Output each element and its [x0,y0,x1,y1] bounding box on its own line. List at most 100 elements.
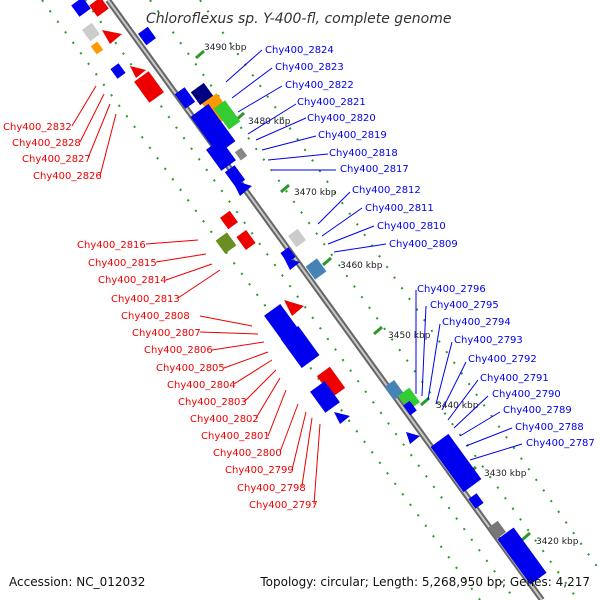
gene-label[interactable]: Chy400_2821 [297,97,366,108]
gene-arrow[interactable] [284,300,304,316]
gene-label[interactable]: Chy400_2790 [492,389,561,400]
gene-block[interactable] [82,22,100,42]
gene-arrow[interactable] [406,432,420,444]
gene-label[interactable]: Chy400_2818 [329,148,398,159]
gene-block[interactable] [468,493,484,509]
gene-label[interactable]: Chy400_2808 [121,311,190,322]
gene-block[interactable] [403,400,417,416]
gene-label[interactable]: Chy400_2800 [213,448,282,459]
gene-label[interactable]: Chy400_2787 [526,438,595,449]
leader-line [327,225,375,245]
leader-line [301,417,313,487]
leader-line [427,323,441,401]
gene-label[interactable]: Chy400_2788 [515,422,584,433]
gene-label[interactable]: Chy400_2796 [417,284,486,295]
gene-block[interactable] [310,381,340,413]
kbp-label: 3420 kbp [536,537,579,547]
leader-line [267,389,287,437]
gene-label[interactable]: Chy400_2799 [225,465,294,476]
gene-label[interactable]: Chy400_2798 [237,483,306,494]
gene-block[interactable] [430,433,482,493]
gene-label[interactable]: Chy400_2794 [442,317,511,328]
leader-line [87,103,111,159]
leader-line [321,207,363,237]
gene-label[interactable]: Chy400_2793 [454,335,523,346]
leader-line [223,351,269,369]
gene-label[interactable]: Chy400_2792 [468,354,537,365]
gene-block[interactable] [190,82,214,106]
gene-block[interactable] [190,103,236,155]
gene-label[interactable]: Chy400_2801 [201,431,270,442]
gene-arrow[interactable] [334,412,350,424]
leader-line [145,239,199,245]
gene-block[interactable] [213,100,241,130]
tick-3450 [373,325,383,336]
gene-label[interactable]: Chy400_2817 [340,164,409,175]
gene-label[interactable]: Chy400_2806 [144,345,213,356]
gene-label[interactable]: Chy400_2813 [111,294,180,305]
leader-line [447,379,479,421]
gene-label[interactable]: Chy400_2797 [249,500,318,511]
gene-label[interactable]: Chy400_2811 [365,203,434,214]
gene-label[interactable]: Chy400_2826 [33,171,102,182]
gene-arrow[interactable] [102,30,122,44]
gene-block[interactable] [224,165,246,187]
gene-label[interactable]: Chy400_2810 [377,221,446,232]
leader-line [233,359,273,385]
gene-label[interactable]: Chy400_2809 [389,239,458,250]
gene-label[interactable]: Chy400_2802 [190,414,259,425]
gene-label[interactable]: Chy400_2820 [307,113,376,124]
gene-block[interactable] [138,26,156,46]
gene-label[interactable]: Chy400_2795 [430,300,499,311]
gene-block[interactable] [90,41,104,55]
gene-block[interactable] [134,71,164,103]
gene-arrow[interactable] [130,66,146,78]
gene-block[interactable] [174,87,196,109]
gene-label[interactable]: Chy400_2827 [22,154,91,165]
gene-label[interactable]: Chy400_2832 [3,122,72,133]
guide-line-outer-right [199,0,600,573]
gene-label[interactable]: Chy400_2804 [167,380,236,391]
gene-label[interactable]: Chy400_2819 [318,130,387,141]
gene-label[interactable]: Chy400_2823 [275,62,344,73]
gene-label[interactable]: Chy400_2812 [352,185,421,196]
gene-label[interactable]: Chy400_2803 [178,397,247,408]
gene-arrow[interactable] [284,258,300,270]
gene-block[interactable] [384,380,404,400]
label-leaders-right [225,49,523,461]
gene-label[interactable]: Chy400_2815 [88,258,157,269]
gene-label[interactable]: Chy400_2807 [132,328,201,339]
gene-block[interactable] [280,325,320,369]
gene-block[interactable] [206,139,236,171]
forward-strand-genes [138,26,547,585]
gene-block[interactable] [89,0,109,17]
gene-block[interactable] [236,230,256,250]
map-title: Chloroflexus sp. Y-400-fl, complete geno… [146,11,452,27]
gene-block[interactable] [316,366,346,398]
gene-block[interactable] [305,258,327,280]
kbp-label: 3470 kbp [294,188,337,198]
gene-label[interactable]: Chy400_2816 [77,240,146,251]
gene-labels-right: Chy400_2824 Chy400_2823 Chy400_2822 Chy4… [265,45,595,449]
leader-line [313,423,321,505]
gene-block[interactable] [497,527,547,585]
gene-block[interactable] [215,232,237,254]
gene-arrow[interactable] [232,180,252,196]
gene-block[interactable] [110,63,126,79]
gene-block[interactable] [220,210,238,230]
gene-block[interactable] [288,228,306,248]
gene-label[interactable]: Chy400_2822 [285,80,354,91]
gene-label[interactable]: Chy400_2814 [98,275,167,286]
leader-line [441,361,467,411]
gene-label[interactable]: Chy400_2805 [156,363,225,374]
gene-label[interactable]: Chy400_2789 [503,405,572,416]
gene-block[interactable] [71,0,91,17]
gene-block[interactable] [398,387,420,411]
gene-label[interactable]: Chy400_2828 [12,138,81,149]
gene-block[interactable] [280,247,296,263]
gene-block[interactable] [234,147,248,161]
gene-block[interactable] [488,520,506,540]
gene-label[interactable]: Chy400_2824 [265,45,334,56]
gene-block[interactable] [264,303,298,341]
gene-label[interactable]: Chy400_2791 [480,373,549,384]
